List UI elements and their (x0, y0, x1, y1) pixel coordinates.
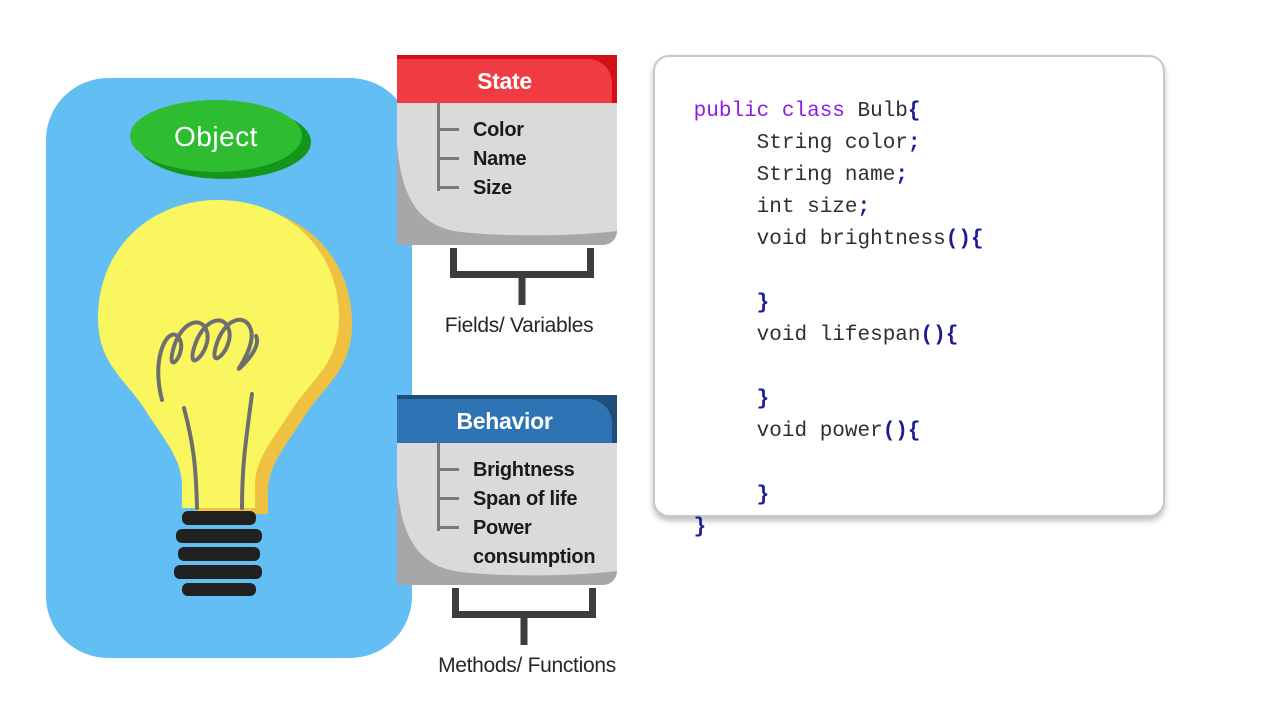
code-token: } (693, 484, 770, 507)
code-line: void brightness(){ (667, 192, 1153, 251)
state-header-face: State (397, 59, 612, 103)
behavior-card: Behavior Brightness Span of life Power (397, 395, 617, 678)
brace-connector (452, 588, 596, 645)
tree-tick (438, 186, 459, 189)
state-item-label: Color (473, 119, 524, 141)
brace-connector (450, 248, 594, 305)
code-token: } (693, 516, 707, 539)
methods-functions-label: Methods/ Functions (438, 654, 616, 677)
code-token: (){ (920, 324, 959, 347)
state-item-row: Color (438, 116, 608, 145)
code-token: { (907, 100, 921, 123)
behavior-item-row: Brightness (438, 456, 608, 485)
state-card: State Color Name Size (397, 55, 617, 338)
code-line: } (667, 480, 1153, 539)
object-panel: Object (46, 78, 412, 658)
code-token: (){ (882, 420, 921, 443)
code-token: } (693, 292, 770, 315)
code-token: (){ (945, 228, 984, 251)
behavior-item-label: Power consumption (473, 517, 596, 568)
object-badge (130, 100, 302, 172)
code-line: void lifespan(){ (667, 288, 1153, 347)
behavior-header-face: Behavior (397, 399, 612, 443)
behavior-card-header: Behavior (397, 395, 617, 443)
tree-tick (438, 157, 459, 160)
tree-tick (438, 468, 459, 471)
tree-line (437, 443, 440, 531)
light-bulb-illustration (98, 100, 352, 596)
code-token: int size (693, 196, 858, 219)
code-token: String color (693, 132, 908, 155)
state-item-label: Size (473, 177, 512, 199)
code-token: void brightness (693, 228, 946, 251)
code-token: ; (907, 132, 921, 155)
state-card-header: State (397, 55, 617, 103)
state-item-row: Name (438, 145, 608, 174)
tree-tick (438, 526, 459, 529)
behavior-card-body: Brightness Span of life Power consumptio… (397, 443, 617, 585)
tree-tick (438, 497, 459, 500)
behavior-item-row: Span of life (438, 485, 608, 514)
page-curl (397, 483, 617, 585)
code-line: int size; (667, 160, 1153, 219)
behavior-title: Behavior (456, 407, 553, 434)
code-line: public class Bulb{ (667, 64, 1153, 123)
code-line: void power(){ (667, 384, 1153, 443)
code-line: } (667, 352, 1153, 411)
code-line: } (667, 448, 1153, 507)
behavior-item-label: Brightness (473, 459, 575, 481)
code-line: String color; (667, 96, 1153, 155)
code-token: String name (693, 164, 896, 187)
page-curl (397, 143, 617, 245)
object-label: Object (174, 121, 258, 152)
code-token: ; (857, 196, 871, 219)
state-item-row: Size (438, 174, 608, 203)
bulb-filament (156, 317, 259, 510)
code-token: } (693, 388, 770, 411)
behavior-item-row: Power consumption (438, 514, 608, 572)
fields-variables-label: Fields/ Variables (444, 314, 594, 337)
code-token: public class (693, 100, 858, 123)
code-line: String name; (667, 128, 1153, 187)
bulb-glass (98, 200, 339, 508)
code-token: ; (895, 164, 908, 187)
code-panel: public class Bulb{ String color; String … (653, 55, 1165, 539)
state-title: State (477, 67, 532, 94)
state-item-label: Name (473, 148, 527, 170)
code-token: void power (693, 420, 883, 443)
behavior-item-label: Span of life (473, 488, 578, 510)
bulb-base (174, 511, 262, 596)
code-token: Bulb (857, 100, 908, 123)
code-line: } (667, 256, 1153, 315)
code-token: void lifespan (693, 324, 921, 347)
state-card-body: Color Name Size (397, 103, 617, 245)
tree-tick (438, 128, 459, 131)
tree-line (437, 103, 440, 191)
